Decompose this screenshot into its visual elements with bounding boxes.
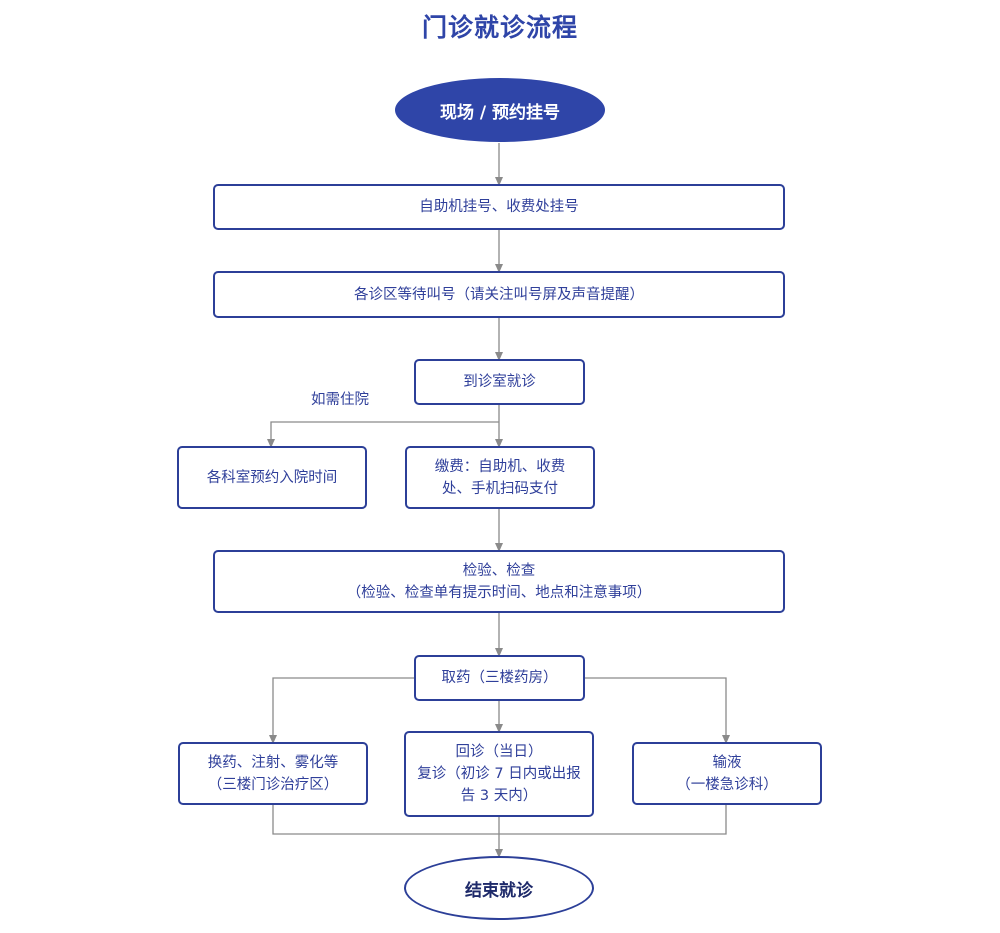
edge-pharmacy-infusion: [584, 677, 730, 744]
end-label: 结束就诊: [465, 880, 533, 901]
edge-pharmacy-treat: [269, 677, 415, 744]
revisit-node: 回诊（当日） 复诊（初诊 7 日内或出报 告 3 天内）: [404, 731, 594, 817]
wait-label: 各诊区等待叫号（请关注叫号屏及声音提醒）: [354, 286, 644, 303]
infusion-line1: 输液: [712, 754, 742, 771]
exam-line2: （检验、检查单有提示时间、地点和注意事项）: [346, 584, 652, 601]
edge-treat-merge: [272, 805, 499, 835]
visit-label: 到诊室就诊: [463, 374, 536, 390]
pay-node: 缴费：自助机、收费 处、手机扫码支付: [405, 446, 595, 509]
treat-line2: （三楼门诊治疗区）: [207, 776, 339, 793]
treat-node: 换药、注射、雾化等 （三楼门诊治疗区）: [178, 742, 368, 805]
infusion-line2: （一楼急诊科）: [676, 776, 778, 793]
revisit-line1: 回诊（当日）: [455, 744, 543, 760]
treat-line1: 换药、注射、雾化等: [207, 754, 339, 771]
pharmacy-label: 取药（三楼药房）: [441, 670, 558, 686]
exam-line1: 检验、检查: [462, 562, 536, 579]
pay-line2: 处、手机扫码支付: [442, 480, 558, 497]
start-label: 现场 / 预约挂号: [439, 102, 561, 123]
page-title: 门诊就诊流程: [421, 13, 578, 42]
infusion-node: 输液 （一楼急诊科）: [632, 742, 822, 805]
pay-line1: 缴费：自助机、收费: [434, 458, 566, 475]
wait-node: 各诊区等待叫号（请关注叫号屏及声音提醒）: [213, 271, 785, 318]
pharmacy-node: 取药（三楼药房）: [414, 655, 585, 701]
inpatient-label: 各科室预约入院时间: [206, 469, 338, 486]
register-node: 自助机挂号、收费处挂号: [213, 184, 785, 230]
edge-visit-inpatient: [267, 421, 499, 448]
revisit-line2: 复诊（初诊 7 日内或出报: [417, 766, 581, 782]
visit-node: 到诊室就诊: [414, 359, 585, 405]
exam-node: 检验、检查 （检验、检查单有提示时间、地点和注意事项）: [213, 550, 785, 613]
start-node: 现场 / 预约挂号: [395, 78, 605, 142]
edge-infusion-merge: [499, 805, 727, 835]
revisit-line3: 告 3 天内）: [460, 788, 538, 804]
register-label: 自助机挂号、收费处挂号: [419, 199, 579, 215]
inpatient-node: 各科室预约入院时间: [177, 446, 367, 509]
inpatient-condition-label: 如需住院: [311, 392, 369, 408]
end-node: 结束就诊: [404, 856, 594, 920]
